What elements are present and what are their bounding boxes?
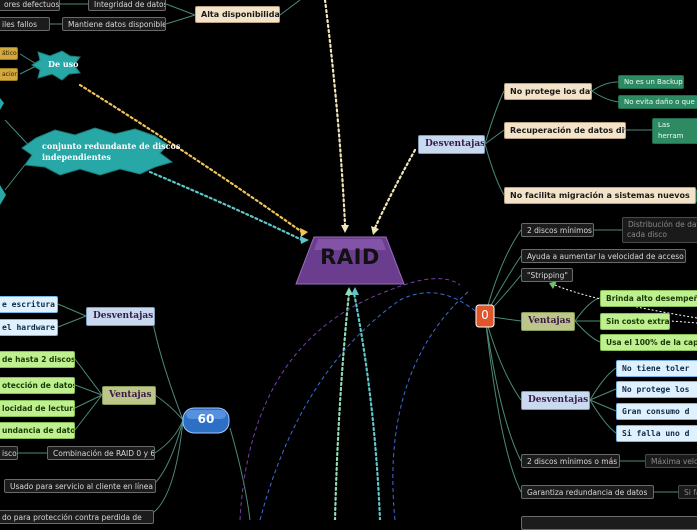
node-integridad-datos[interactable]: Integridad de datos <box>88 0 166 11</box>
node-recuperacion-dificil[interactable]: Recuperación de datos difícil <box>504 122 626 139</box>
node-desventajas-raid60[interactable]: Desventajas <box>86 307 155 326</box>
node-proteccion-datos[interactable]: otección de datos <box>0 377 75 394</box>
label-conjunto-1: conjunto redundante de discos <box>42 141 181 151</box>
node-usa-100-capacidad[interactable]: Usa el 100% de la capac <box>600 334 697 351</box>
node-usado-servicio[interactable]: Usado para servicio al cliente en línea <box>4 479 156 493</box>
node-2-discos-o-mas[interactable]: 2 discos mínimos o más <box>521 454 620 468</box>
node-redundancia-datos[interactable]: undancia de datos <box>0 422 75 439</box>
node-e-escritura[interactable]: e escritura <box>0 296 58 313</box>
arrowhead <box>341 225 349 233</box>
node-brinda-desempeno[interactable]: Brinda alto desempeño <box>600 290 697 307</box>
node-sin-costo-extra[interactable]: Sin costo extra <box>600 313 670 330</box>
arrowhead <box>549 281 557 289</box>
node-ayuda-velocidad[interactable]: Ayuda a aumentar la velocidad de acceso <box>521 249 686 263</box>
node-raid-0-label[interactable]: 0 <box>481 309 489 322</box>
label-de-uso: De uso <box>48 59 79 69</box>
node-ventajas-raid0[interactable]: Ventajas <box>521 312 575 331</box>
star-node-left-top[interactable] <box>0 98 4 110</box>
node-atico[interactable]: ático <box>0 47 18 60</box>
node-iscos[interactable]: iscos <box>0 446 18 460</box>
node-0-shape[interactable] <box>475 304 495 328</box>
raid-center-label[interactable]: RAID <box>320 245 380 269</box>
star-node-left-bottom[interactable] <box>0 185 6 205</box>
node-raid1-bottom[interactable] <box>521 516 697 530</box>
arrowhead <box>300 228 308 237</box>
node-desventajas-top[interactable]: Desventajas <box>418 135 485 154</box>
node-no-tiene-tolerancia[interactable]: No tiene toler <box>616 360 697 377</box>
node-gran-consumo[interactable]: Gran consumo d <box>616 403 697 420</box>
node-iles-fallos[interactable]: iles fallos <box>0 17 50 31</box>
label-cada-disco: cada disco <box>627 230 667 239</box>
node-mantiene-datos[interactable]: Mantiene datos disponibles <box>62 17 166 31</box>
node-combinacion-raid[interactable]: Combinación de RAID 0 y 6 <box>47 446 155 460</box>
star-node-conjunto[interactable] <box>21 127 174 176</box>
arrowhead <box>351 287 359 295</box>
node-desventajas-raid0[interactable]: Desventajas <box>521 391 590 410</box>
node-2-discos-minimos[interactable]: 2 discos mínimos <box>521 223 594 237</box>
node-garantiza-redundancia[interactable]: Garantiza redundancia de datos <box>521 485 654 499</box>
arrowhead <box>345 287 353 295</box>
node-no-facilita-migracion[interactable]: No facilita migración a sistemas nuevos <box>504 187 696 204</box>
node-velocidad-lectura[interactable]: locidad de lectura <box>0 400 75 417</box>
node-ores-defectuosos[interactable]: ores defectuosos <box>0 0 60 11</box>
node-hasta-2-discos[interactable]: de hasta 2 discos <box>0 351 75 368</box>
node-distribucion-datos[interactable]: Distribución de dat <box>622 217 697 243</box>
node-proteccion-perdida[interactable]: do para protección contra perdida de <box>0 510 154 524</box>
node-acional[interactable]: acional <box>0 68 18 81</box>
node-ventajas-raid60[interactable]: Ventajas <box>102 386 156 405</box>
node-raid-60-label[interactable]: 60 <box>197 413 215 426</box>
star-node-de-uso[interactable] <box>31 50 81 81</box>
node-las-herram[interactable]: Las herram soportar <box>652 118 697 144</box>
arrowhead <box>300 236 309 244</box>
node-no-es-backup[interactable]: No es un Backup <box>618 75 684 89</box>
arrowhead <box>371 226 379 235</box>
node-si-falla-uno[interactable]: Si falla uno d <box>616 425 697 442</box>
node-no-protege-datos[interactable]: No protege los datos <box>504 83 592 100</box>
node-el-hardware[interactable]: el hardware <box>0 319 58 336</box>
node-stripping[interactable]: "Stripping" <box>521 268 573 282</box>
node-maxima-velo[interactable]: Máxima velo <box>645 454 697 468</box>
label-conjunto-2: independientes <box>42 152 111 162</box>
node-alta-disponibilidad[interactable]: Alta disponibilidad <box>195 6 280 23</box>
node-si-fa[interactable]: Si fa <box>678 485 697 499</box>
node-no-protege-los[interactable]: No protege los <box>616 381 697 398</box>
node-no-evita-dano[interactable]: No evita daño o que s <box>618 95 697 109</box>
